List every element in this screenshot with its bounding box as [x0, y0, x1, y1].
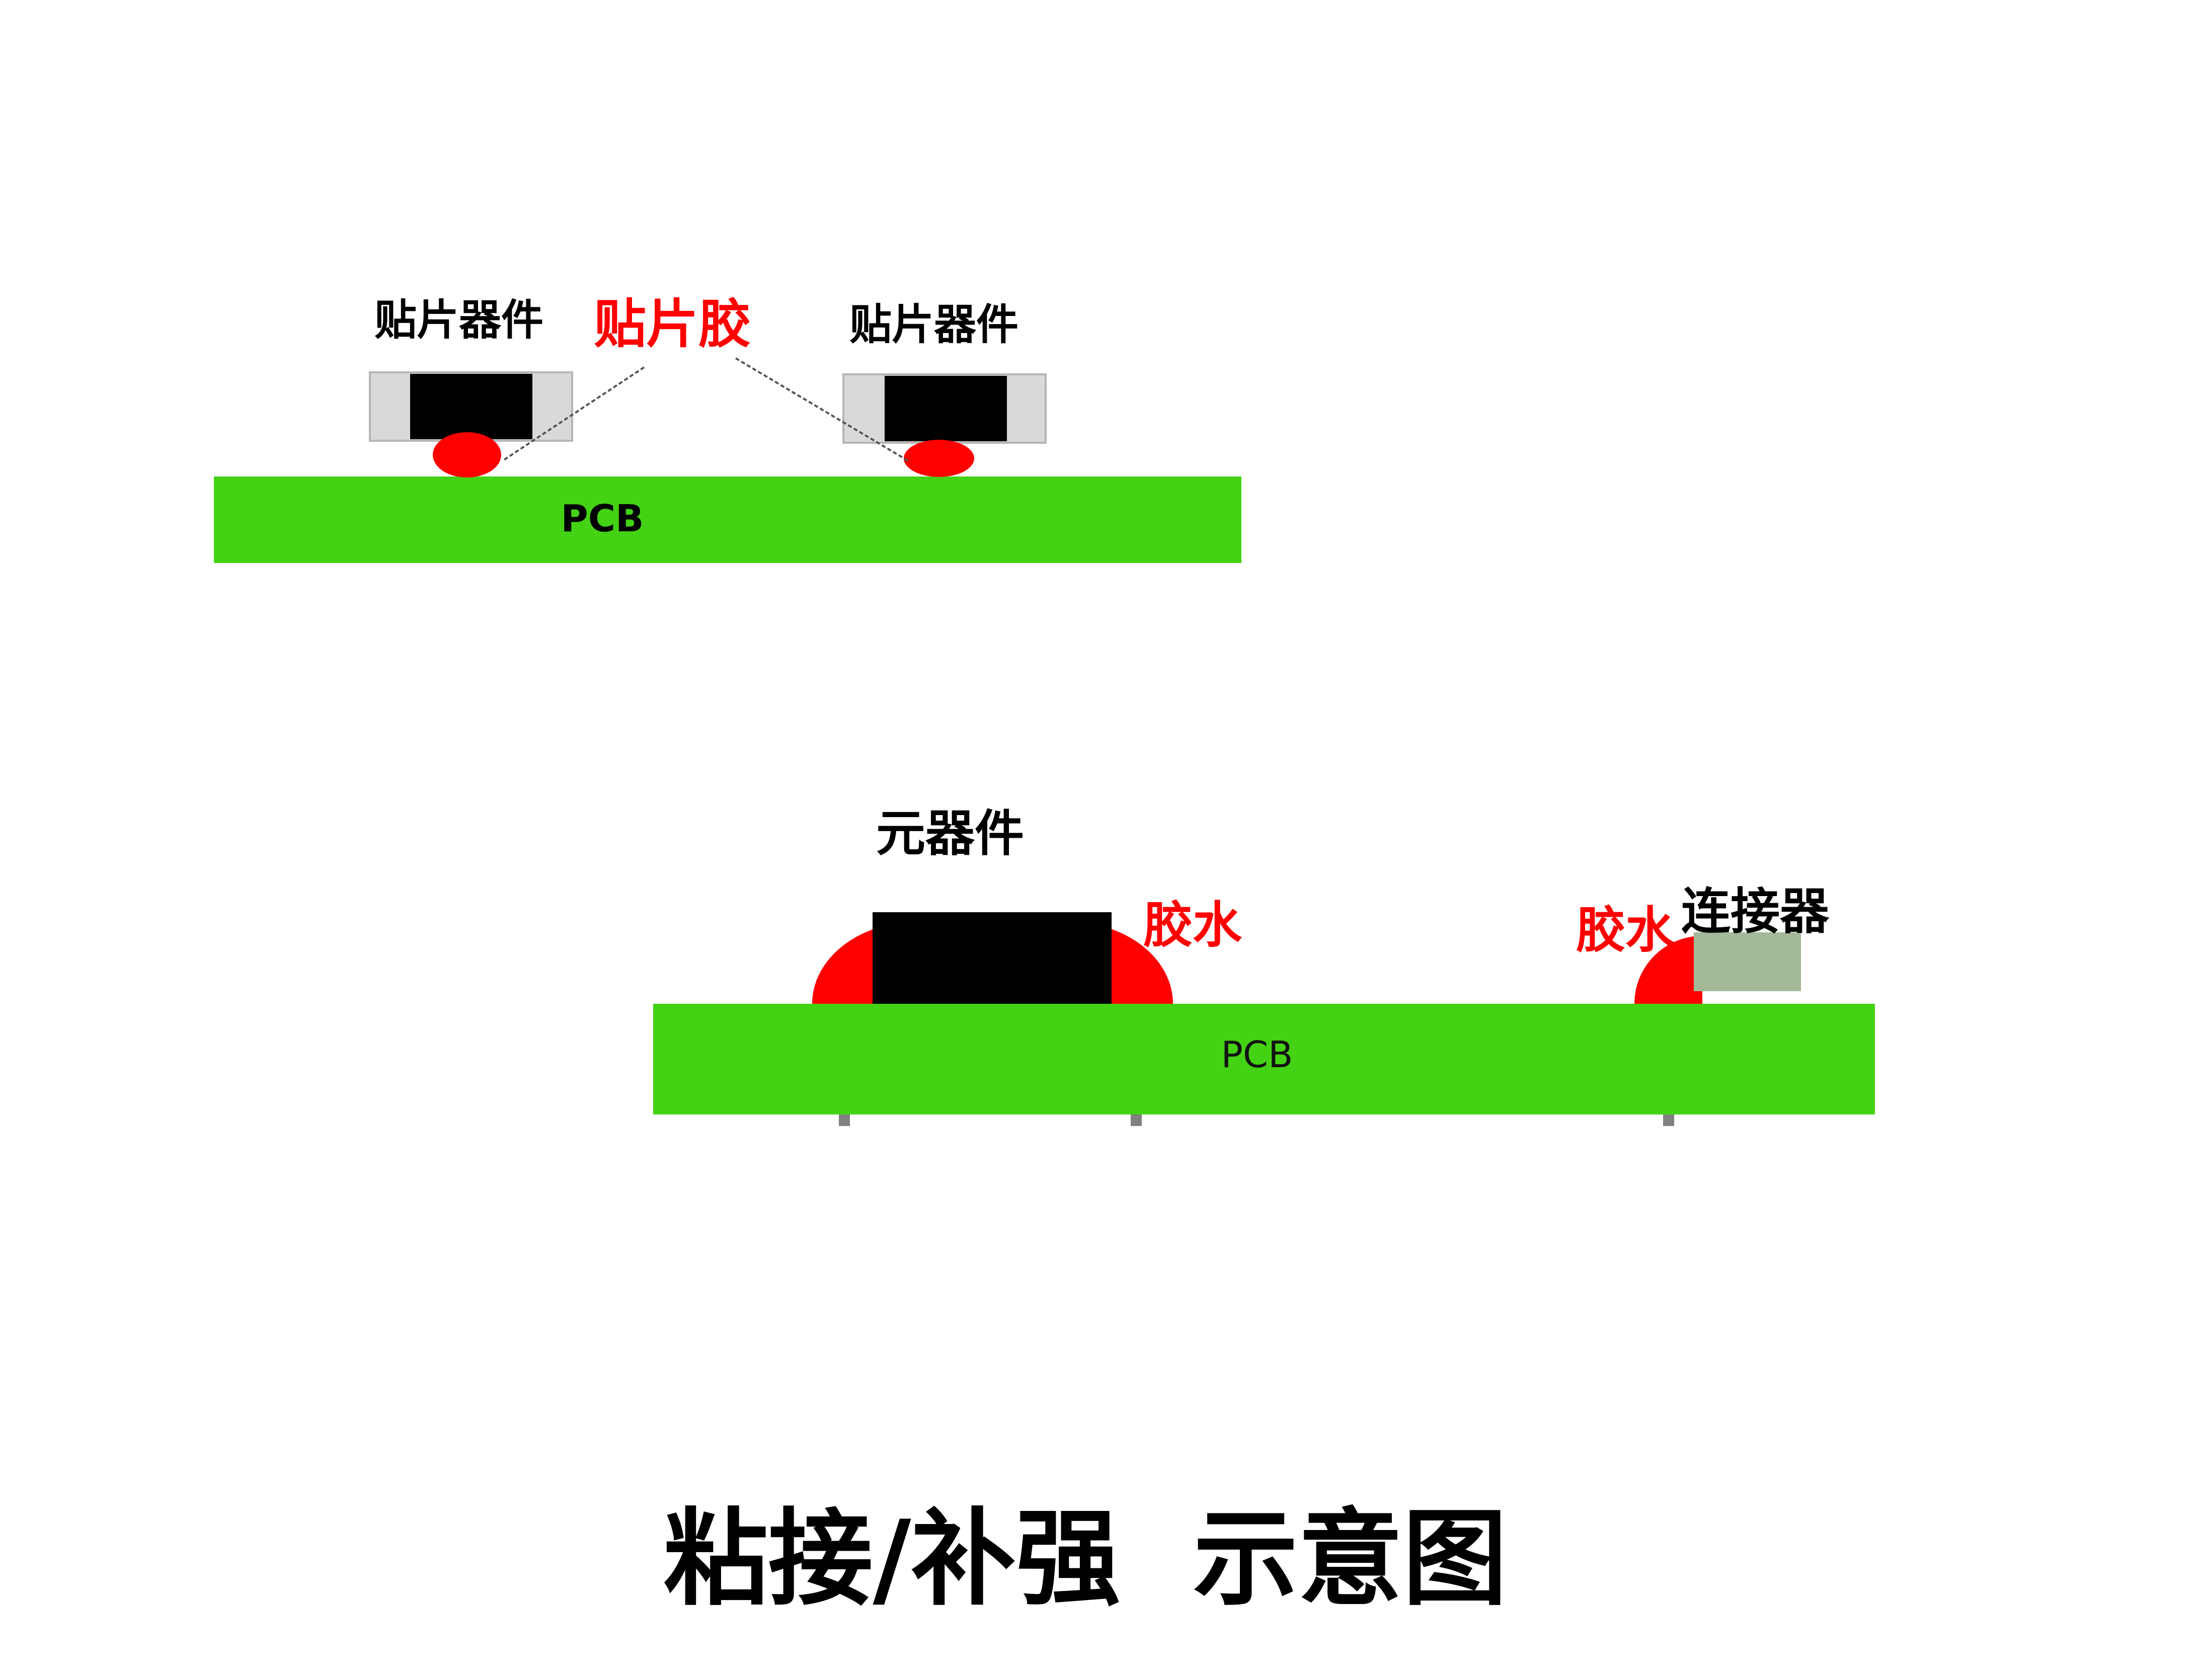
- top-pcb-board: [214, 476, 1241, 563]
- component-label: 元器件: [876, 805, 1024, 862]
- connector-body: [1694, 932, 1801, 991]
- connector-label: 连接器: [1681, 883, 1830, 940]
- bottom-pcb-label: PCB: [1221, 1033, 1293, 1076]
- right-glue-dot: [904, 440, 974, 477]
- component-lead-right: [1131, 1112, 1142, 1126]
- left-smd-core: [410, 374, 532, 439]
- top-pcb-label: PCB: [561, 497, 644, 540]
- component-body: [873, 912, 1112, 1004]
- connector-lead: [1663, 1112, 1674, 1126]
- glue-label: 贴片胶: [594, 293, 751, 355]
- right-component-label: 贴片器件: [849, 300, 1018, 349]
- right-smd-core: [885, 376, 1007, 441]
- left-smd-component: [369, 371, 573, 442]
- component-lead-left: [839, 1112, 850, 1126]
- glue-leader-line-left: [502, 366, 645, 461]
- bottom-diagram: 元器件 胶水 胶水 连接器 PCB: [653, 805, 1875, 1126]
- glue-right-label: 胶水: [1576, 902, 1675, 959]
- left-component-label: 贴片器件: [374, 295, 543, 345]
- bottom-pcb-board: [653, 1004, 1875, 1114]
- diagram-caption: 粘接/补强 示意图: [664, 1498, 1508, 1620]
- top-diagram: 贴片器件 贴片胶 贴片器件 PCB: [214, 293, 1241, 563]
- glue-left-label: 胶水: [1143, 897, 1242, 954]
- glue-leader-line-right: [735, 357, 909, 462]
- connector-glue-fillet: [1634, 936, 1702, 1004]
- left-glue-dot: [433, 432, 501, 477]
- right-smd-component: [842, 373, 1047, 444]
